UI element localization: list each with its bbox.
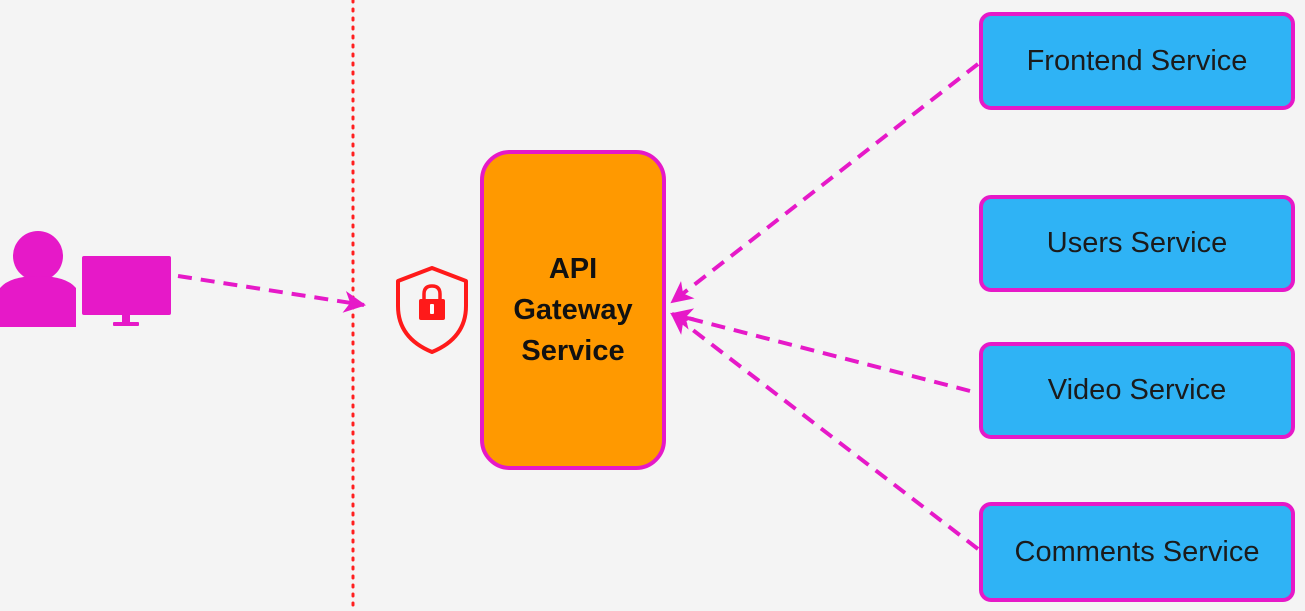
user-body-icon: [0, 276, 76, 327]
client-request-arrow: [177, 274, 366, 313]
comments-to-gateway-arrow: [670, 312, 980, 551]
user-with-monitor-icon: [0, 231, 171, 327]
users-service-node[interactable]: Users Service: [979, 195, 1295, 292]
video-to-gateway-arrow: [670, 308, 971, 393]
video-service-label: Video Service: [1047, 374, 1227, 406]
frontend-to-gateway-arrow: [670, 62, 980, 304]
users-service-label: Users Service: [1046, 227, 1228, 259]
monitor-screen-icon: [82, 256, 171, 315]
monitor-stand-icon: [122, 314, 130, 323]
api-gateway-service-node[interactable]: API Gateway Service: [480, 150, 666, 470]
comments-service-node[interactable]: Comments Service: [979, 502, 1295, 602]
shield-lock-icon: [396, 266, 468, 354]
monitor-base-icon: [113, 322, 139, 326]
api-gateway-service-label: API Gateway Service: [513, 252, 633, 367]
frontend-service-label: Frontend Service: [1026, 44, 1248, 77]
frontend-service-node[interactable]: Frontend Service: [979, 12, 1295, 110]
comments-service-label: Comments Service: [1014, 535, 1260, 568]
video-service-node[interactable]: Video Service: [979, 342, 1295, 439]
user-head-icon: [13, 231, 63, 281]
